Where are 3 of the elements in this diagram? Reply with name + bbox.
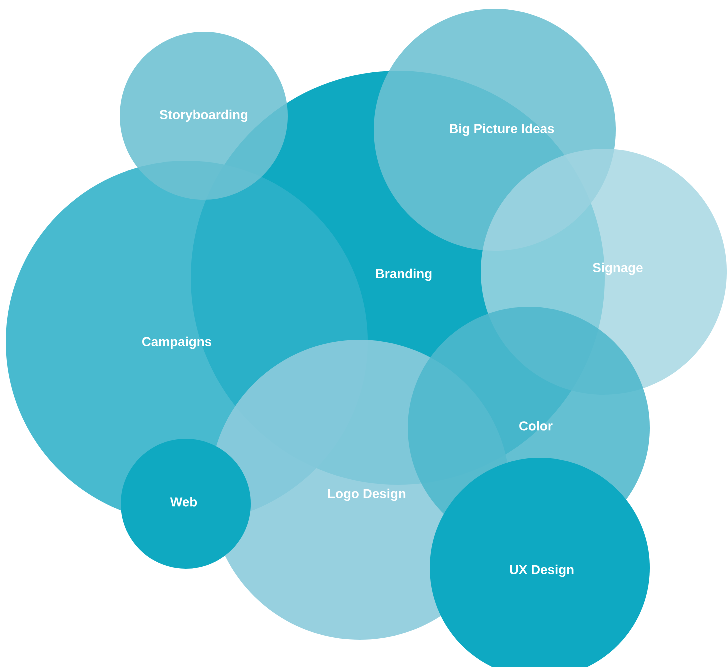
bubble: Storyboarding xyxy=(120,32,288,200)
bubble: UX Design xyxy=(430,458,650,667)
bubble: Web xyxy=(121,439,251,569)
